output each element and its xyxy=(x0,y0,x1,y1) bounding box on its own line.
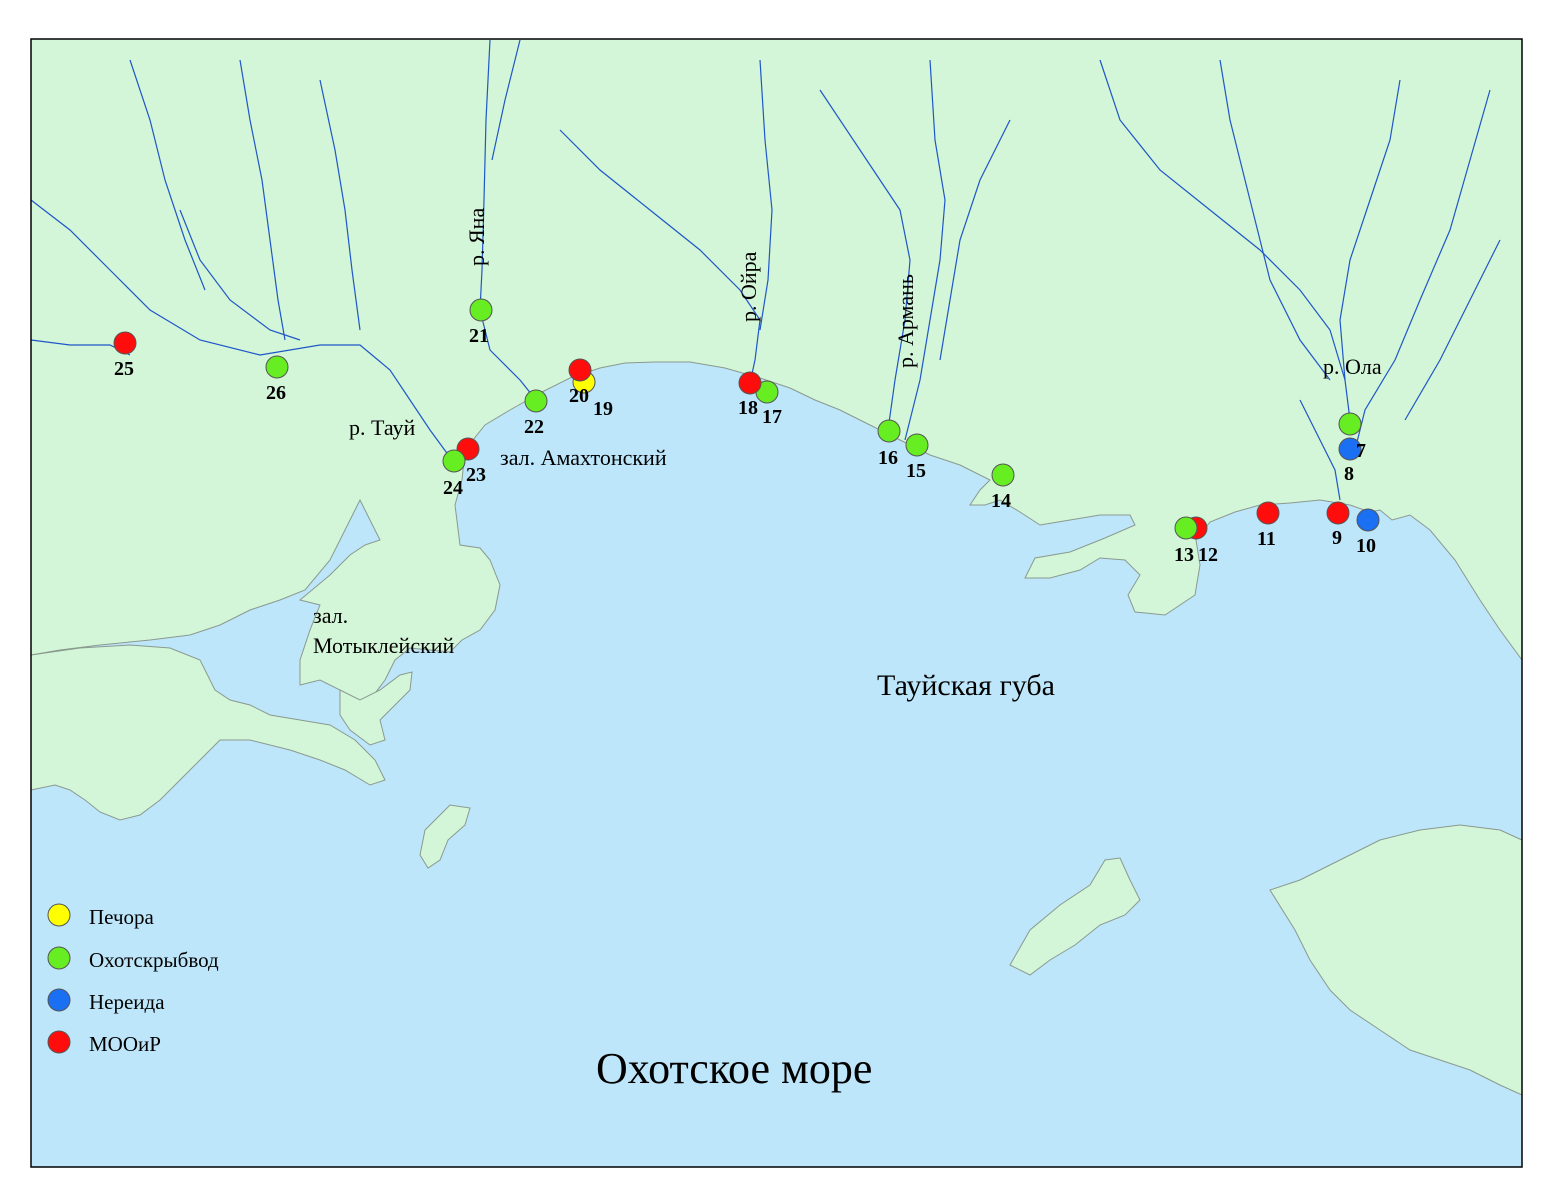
island-long xyxy=(1009,857,1141,976)
rivers xyxy=(30,39,1501,501)
station-10-number: 10 xyxy=(1356,535,1376,557)
label-river-arman: р. Армань xyxy=(893,274,918,368)
station-10-marker[interactable] xyxy=(1356,508,1380,532)
legend-label-okhotskrybvod: Охотскрыбвод xyxy=(89,948,219,972)
label-gulf: Тауйская губа xyxy=(877,669,1055,702)
station-9-marker[interactable] xyxy=(1326,501,1350,525)
station-13-number: 13 xyxy=(1174,544,1194,566)
station-22-number: 22 xyxy=(524,416,544,438)
station-7-number: 7 xyxy=(1356,440,1366,462)
station-14-marker[interactable] xyxy=(991,463,1015,487)
station-16-marker[interactable] xyxy=(877,419,901,443)
legend-swatch-pechora xyxy=(47,903,71,927)
station-7-marker[interactable] xyxy=(1338,412,1362,436)
island-small xyxy=(419,804,471,869)
station-26-number: 26 xyxy=(266,382,286,404)
label-river-oyra: р. Ойра xyxy=(736,251,761,322)
label-bay-motyk-line2: Мотыклейский xyxy=(313,633,455,658)
legend-swatch-nereida xyxy=(47,988,71,1012)
stations xyxy=(113,298,1380,540)
station-8-number: 8 xyxy=(1344,463,1354,485)
station-13-marker[interactable] xyxy=(1174,516,1198,540)
land-sw-peninsula xyxy=(30,644,386,821)
legend: Печора Охотскрыбвод Нереида МООиР xyxy=(47,903,219,1056)
station-22-marker[interactable] xyxy=(524,389,548,413)
station-12-number: 12 xyxy=(1198,544,1218,566)
station-11-marker[interactable] xyxy=(1256,501,1280,525)
station-9-number: 9 xyxy=(1332,527,1342,549)
station-20-number: 20 xyxy=(569,385,589,407)
legend-label-mooir: МООиР xyxy=(89,1032,161,1056)
legend-swatch-okhotskrybvod xyxy=(47,946,71,970)
label-river-tauy: р. Тауй xyxy=(349,415,416,440)
station-25-number: 25 xyxy=(114,358,134,380)
legend-label-pechora: Печора xyxy=(89,905,155,929)
legend-label-nereida: Нереида xyxy=(89,990,165,1014)
station-25-marker[interactable] xyxy=(113,331,137,355)
station-20-marker[interactable] xyxy=(568,358,592,382)
station-18-number: 18 xyxy=(738,397,758,419)
station-21-number: 21 xyxy=(469,325,489,347)
map-frame xyxy=(30,38,1523,1168)
label-river-yana: р. Яна xyxy=(464,208,489,266)
legend-swatch-mooir xyxy=(47,1030,71,1054)
station-16-number: 16 xyxy=(878,447,898,469)
label-sea: Охотское море xyxy=(596,1044,872,1093)
station-15-marker[interactable] xyxy=(905,433,929,457)
station-14-number: 14 xyxy=(991,490,1011,512)
station-18-marker[interactable] xyxy=(738,371,762,395)
station-8-marker[interactable] xyxy=(1338,437,1362,461)
land-east-peninsula xyxy=(1269,824,1523,1096)
station-17-number: 17 xyxy=(762,406,782,428)
station-23-number: 23 xyxy=(466,464,486,486)
station-24-marker[interactable] xyxy=(442,449,466,473)
label-bay-motyk-line1: зал. xyxy=(313,603,348,628)
station-15-number: 15 xyxy=(906,460,926,482)
station-26-marker[interactable] xyxy=(265,355,289,379)
station-21-marker[interactable] xyxy=(469,298,493,322)
station-numbers: 25 26 21 20 19 22 23 24 18 17 16 15 14 1… xyxy=(114,325,1376,566)
station-19-number: 19 xyxy=(593,398,613,420)
land-cape xyxy=(339,671,413,746)
station-24-number: 24 xyxy=(443,477,463,499)
station-11-number: 11 xyxy=(1257,528,1276,550)
label-bay-amakhton: зал. Амахтонский xyxy=(500,445,667,470)
label-river-ola: р. Ола xyxy=(1323,354,1382,379)
